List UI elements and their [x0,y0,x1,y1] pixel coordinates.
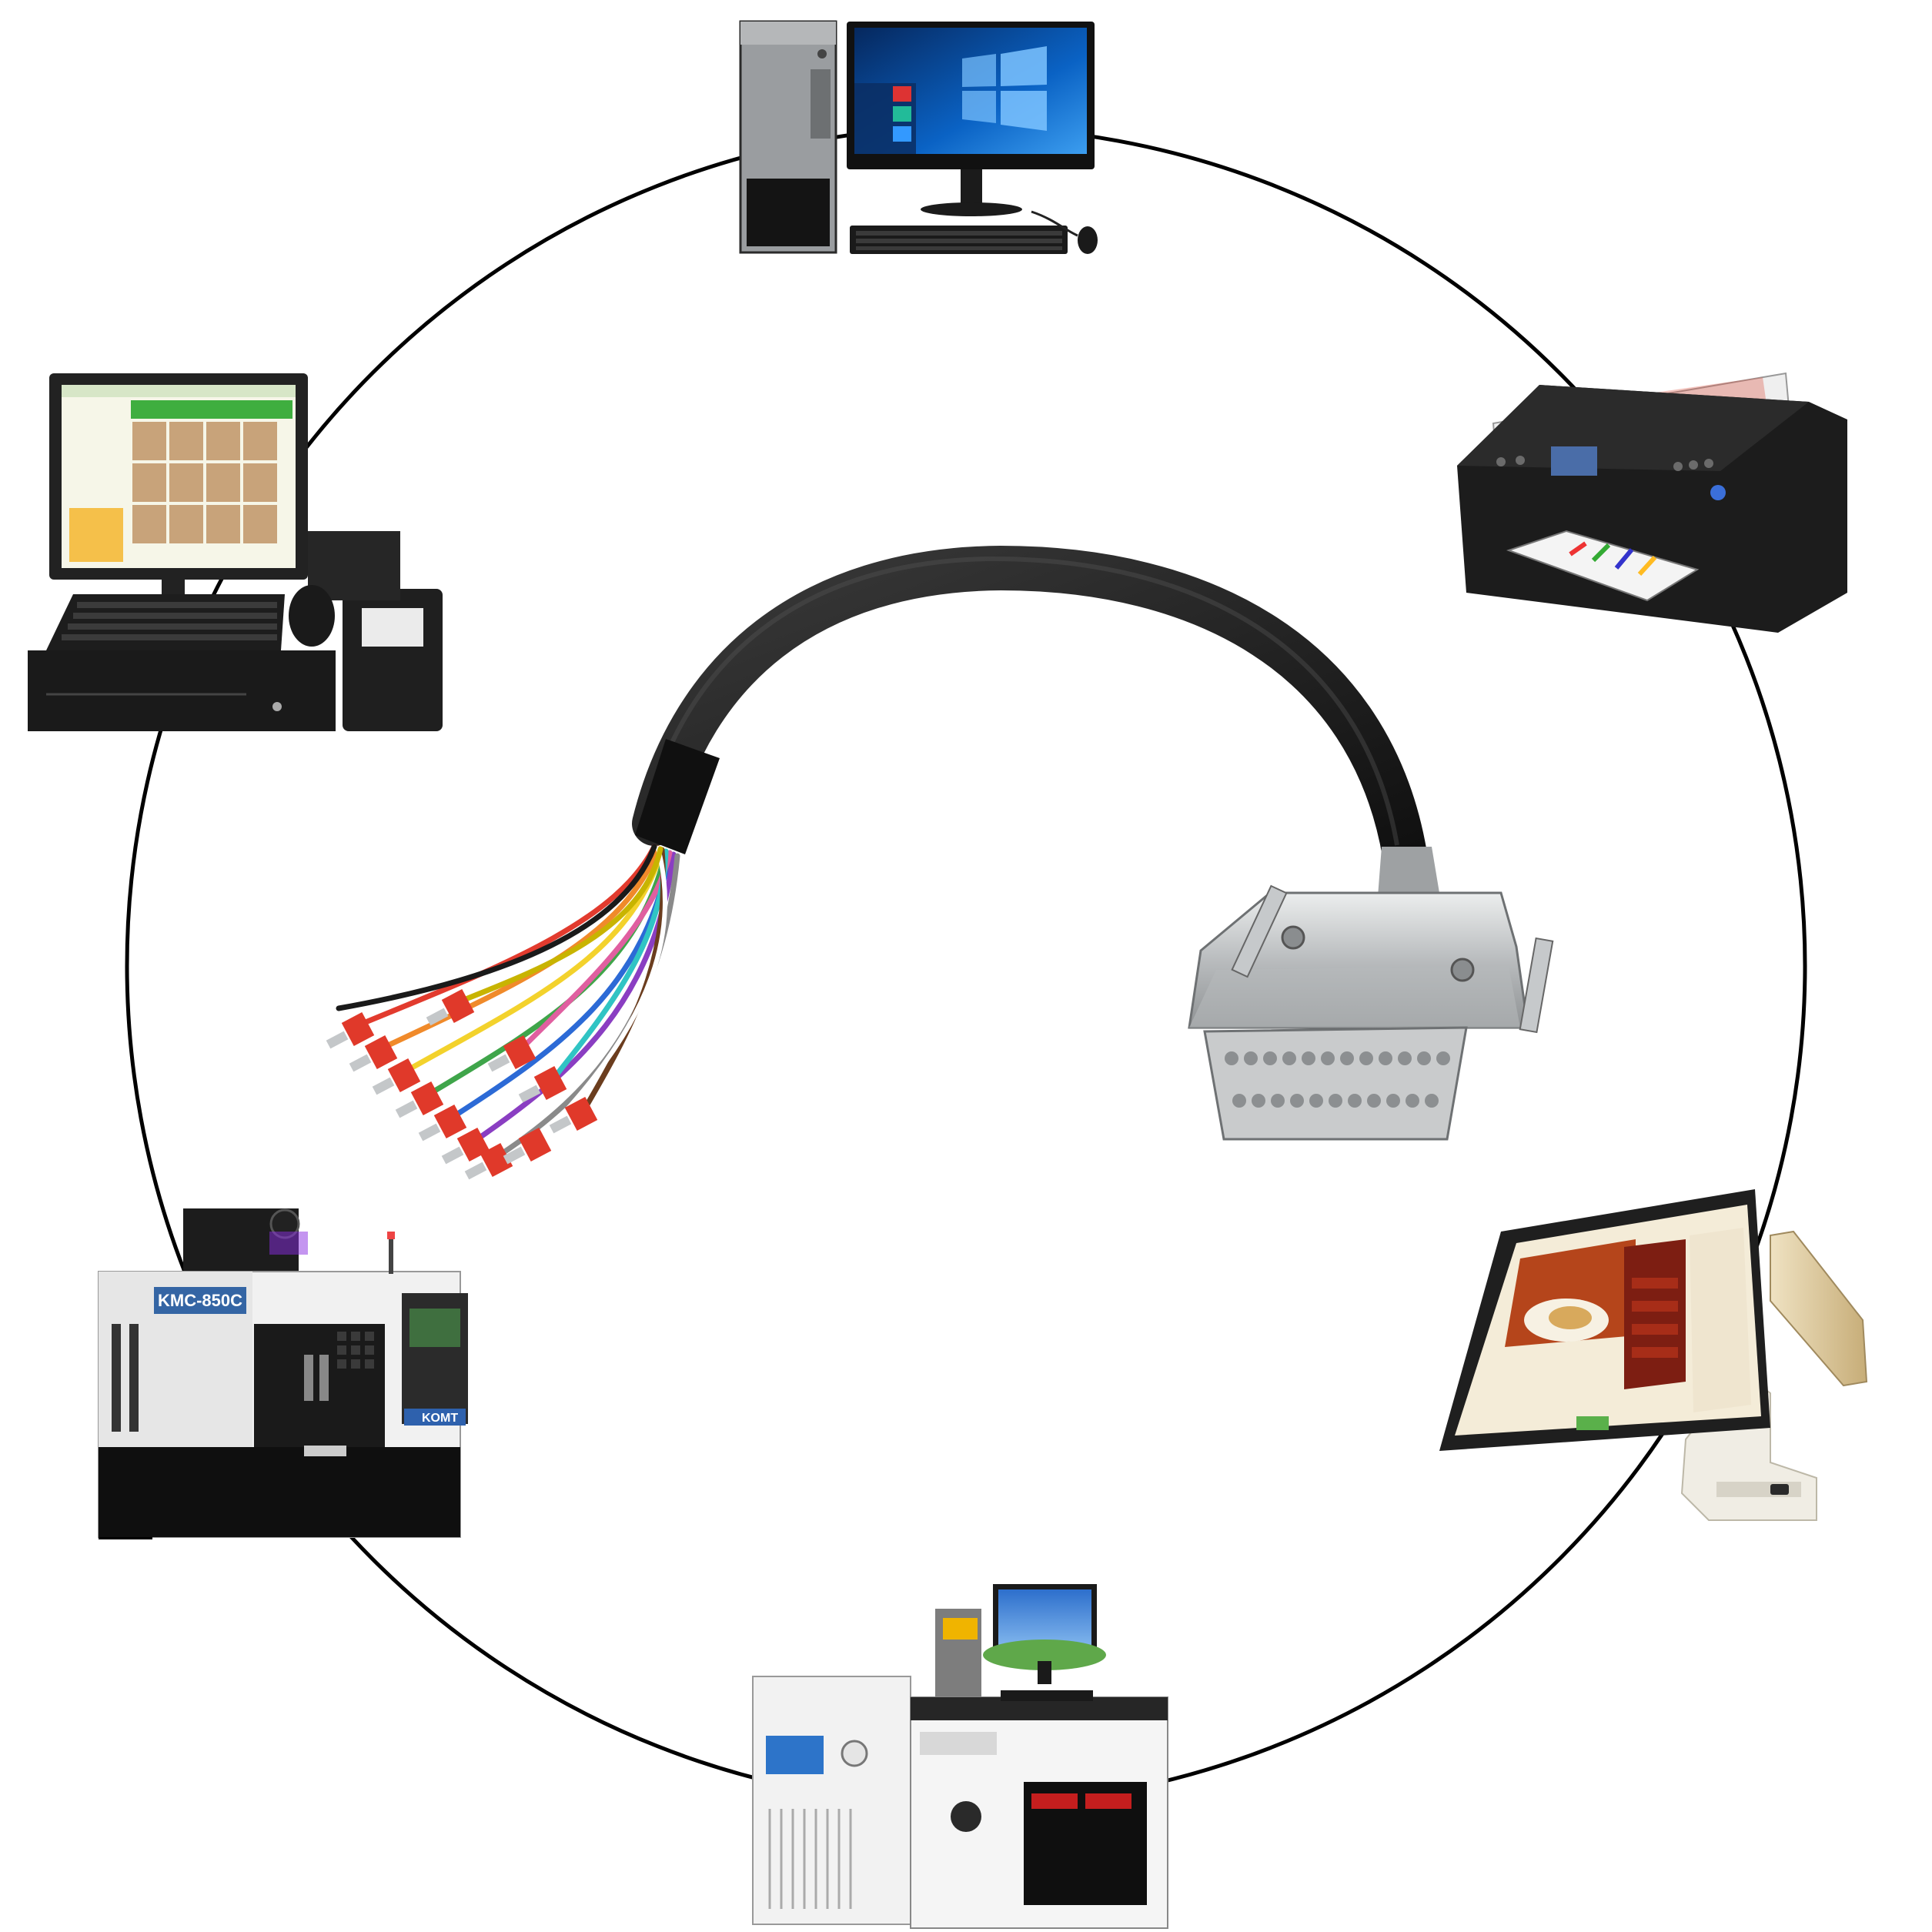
mouse [1078,226,1098,254]
jack-screw-left [1231,884,1288,978]
customer-display [1770,1230,1868,1387]
ferrule-terminals [326,988,598,1180]
pos-terminal-with-cash-drawer [28,373,443,731]
jack-screw-right [1519,937,1554,1034]
inkjet-printer [1457,372,1847,633]
db25-cable-assembly [326,545,1554,1180]
cnc-base [99,1447,460,1537]
laser-marking-machine [752,1584,1168,1929]
pin-shell [1203,1026,1468,1141]
cnc-machine: KMC-850C KOMT [98,1208,468,1539]
cable-jacket [632,545,1427,877]
connector-pins [1225,1051,1450,1108]
colored-wires [336,844,680,1158]
connection-ring [125,125,1807,1807]
laser-chiller [752,1676,911,1925]
dual-screen-pos-terminal [1439,1189,1868,1521]
cash-drawer [28,650,336,731]
db25-connector [1188,847,1554,1141]
cnc-brand-label: KOMT [422,1412,458,1425]
strain-relief [1378,847,1439,897]
cnc-model-label: KMC-850C [158,1291,242,1310]
heat-shrink-sleeve [635,739,720,854]
desktop-computer [739,20,1098,254]
output-paper [1506,530,1700,602]
